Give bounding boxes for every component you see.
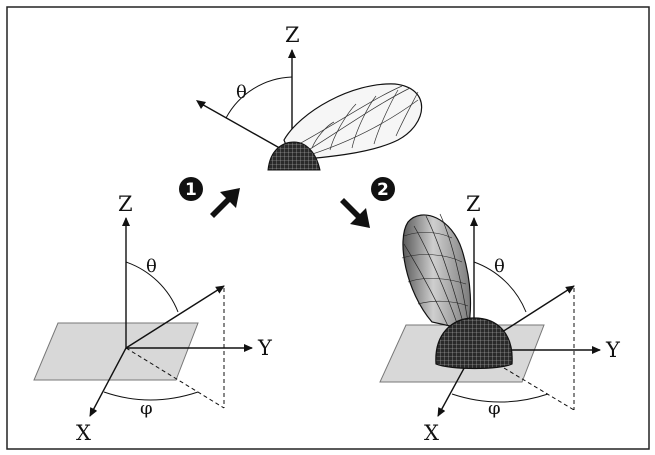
top-dome [267,141,321,171]
left-phi-arc [103,391,199,401]
right-theta-label: θ [494,256,505,277]
step-1: 1 [179,177,240,218]
left-projection-ground [125,347,225,409]
right-coordinate-system: Z Y X θ φ [379,192,621,445]
figure-border [6,6,650,450]
left-y-label: Y [257,336,273,360]
step-1-number: 1 [185,180,197,200]
right-phi-label: φ [488,398,501,419]
top-z-label: Z [285,23,300,47]
left-x-label: X [76,421,91,445]
step-badge-icon [179,177,203,201]
left-phi-label: φ [140,398,153,419]
right-y-label: Y [605,338,621,362]
right-dome [435,317,513,370]
right-lobe [401,213,472,331]
arrow-down-right-icon [340,198,370,228]
step-badge-icon [371,177,395,201]
step-2-number: 2 [377,180,389,200]
step-2: 2 [340,177,395,228]
top-theta-arc [225,76,293,119]
right-theta-arc [473,261,527,313]
left-direction-vector [125,285,225,349]
left-theta-label: θ [146,256,157,277]
right-z-label: Z [466,192,481,216]
top-direction-tip [196,100,206,109]
left-xy-plane [33,322,199,381]
left-theta-arc [125,261,179,313]
arrow-up-right-icon [210,188,240,218]
right-x-label: X [424,421,439,445]
left-x-axis [89,347,127,417]
top-radiation-pattern: Z θ [196,23,423,171]
top-theta-label: θ [236,82,247,103]
top-direction-axis [197,101,293,156]
right-projection-ground [473,349,575,411]
right-phi-arc [451,393,549,403]
left-z-label: Z [118,192,133,216]
left-coordinate-system: Z Y X θ φ [33,192,273,445]
